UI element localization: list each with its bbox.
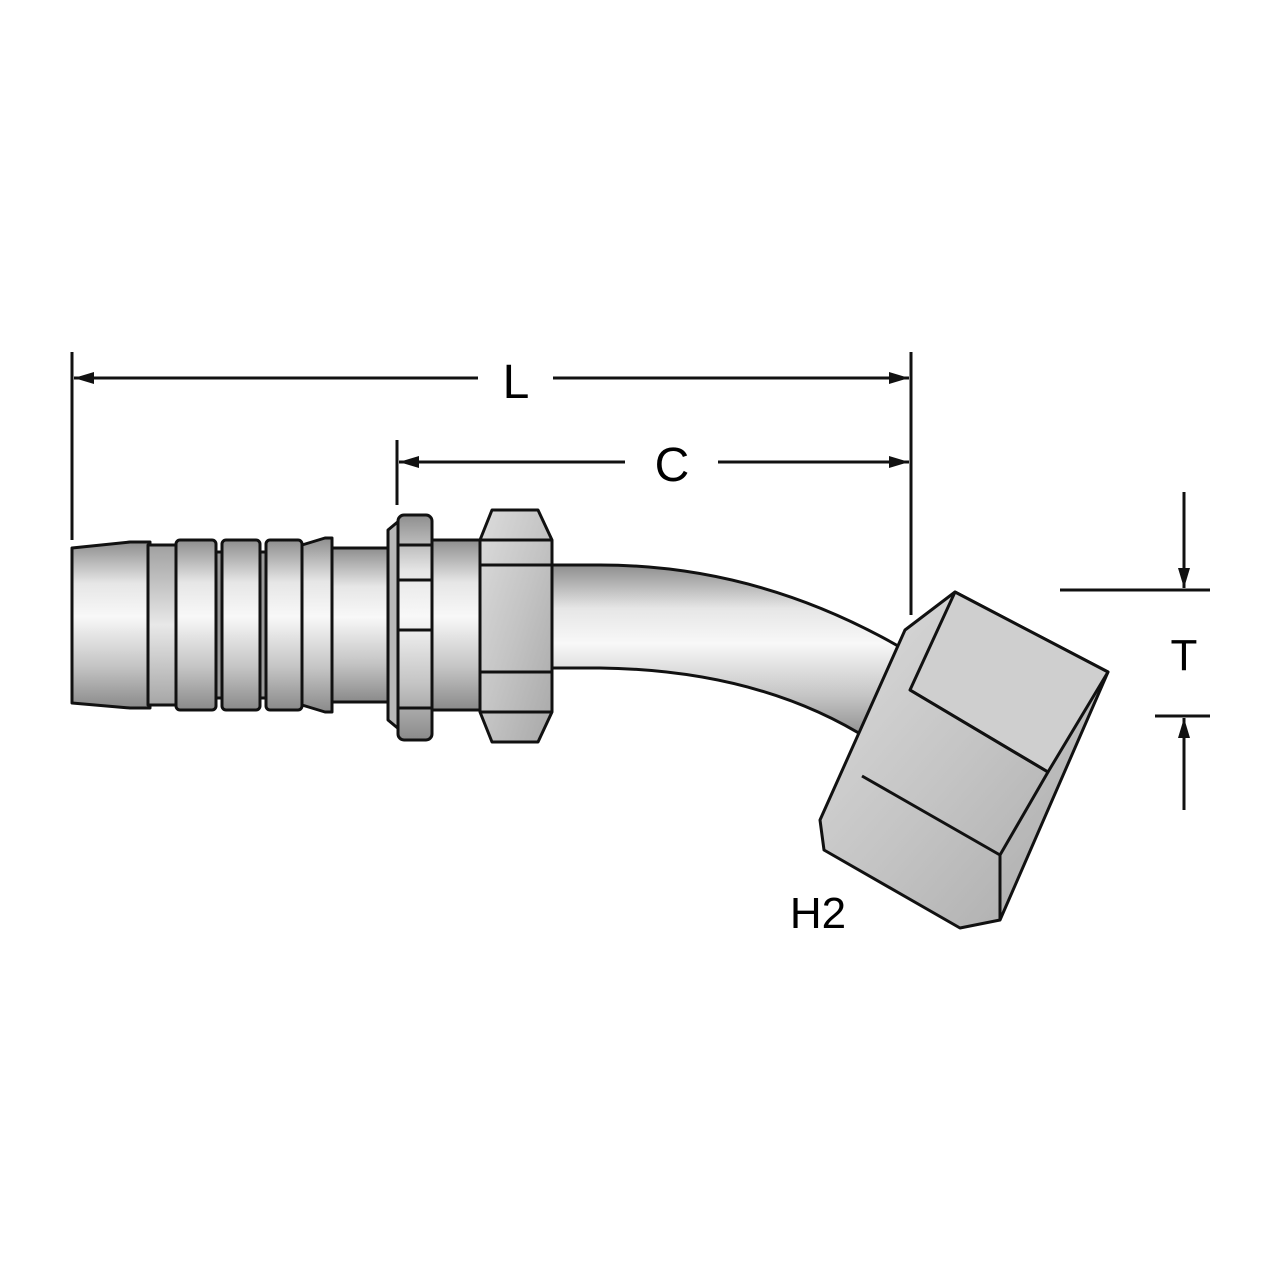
dimension-lines [70, 352, 1210, 810]
swivel-nut-edge-3 [998, 771, 1050, 856]
t-label: T [1171, 631, 1198, 680]
main-hex-nut [478, 508, 554, 744]
swivel-nut-edge-1 [861, 774, 1001, 857]
barb-ridge-3 [264, 538, 304, 712]
hose-fitting [70, 508, 1110, 930]
hose-stem-tip [70, 540, 152, 710]
swivel-nut-edge-2 [909, 688, 1049, 774]
collar-ring [396, 513, 434, 742]
stem-neck [330, 546, 392, 704]
stem-segment [146, 543, 178, 707]
barb-ridge-2 [220, 538, 262, 712]
collar-spacer [430, 538, 484, 712]
c-label: C [655, 439, 690, 492]
barb-ridge-4 [300, 536, 334, 714]
swivel-hex-nut [818, 590, 1110, 930]
l-label: L [503, 356, 530, 409]
bent-tube [528, 563, 907, 742]
h2-label: H2 [790, 889, 846, 938]
barb-ridge-1 [174, 538, 218, 712]
